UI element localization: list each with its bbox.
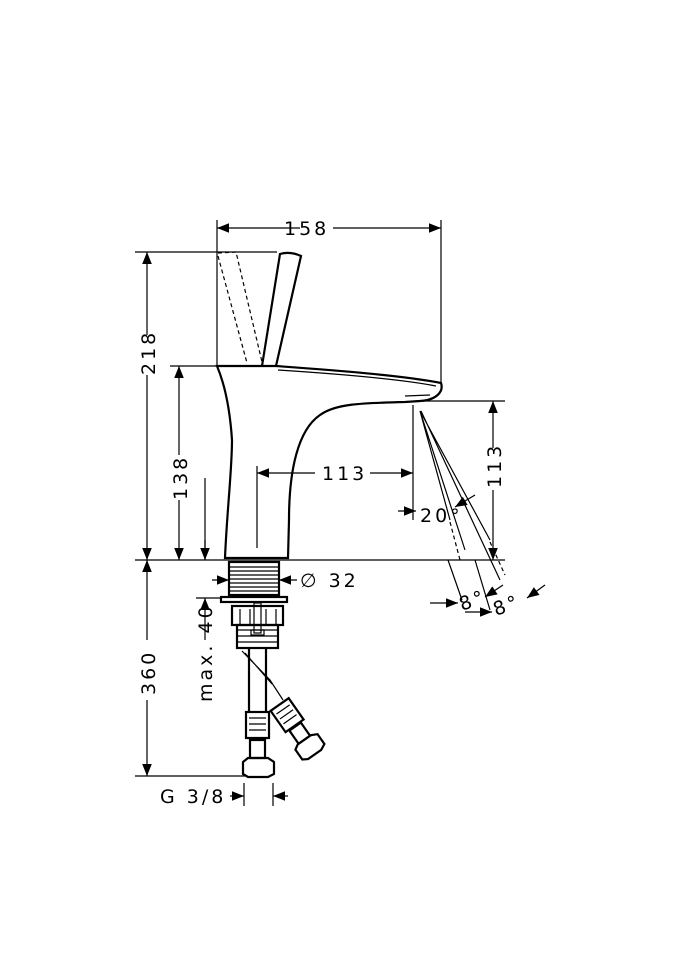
faucet-body: [215, 364, 443, 560]
thread-label: G 3/8: [160, 786, 226, 808]
dimension-lines: [142, 223, 546, 801]
supply-hoses: [241, 648, 326, 779]
dim-158-label: 158: [284, 218, 329, 240]
dim-113-horizontal-label: 113: [322, 463, 367, 485]
spray-angle-label: 20°: [420, 505, 463, 527]
lever-handle: [217, 251, 303, 367]
dim-113-vertical-label: 113: [484, 443, 506, 488]
dim-360-label: 360: [138, 650, 160, 695]
shank-diameter-label: ∅ 32: [300, 570, 359, 592]
dim-218-label: 218: [138, 330, 160, 375]
water-jet-lines: [412, 405, 506, 611]
shank-assembly: [219, 560, 289, 650]
dim-138-label: 138: [170, 455, 192, 500]
tilt-angle-2-label: 8°: [490, 591, 523, 621]
max-thickness-label: max. 40: [195, 603, 217, 702]
